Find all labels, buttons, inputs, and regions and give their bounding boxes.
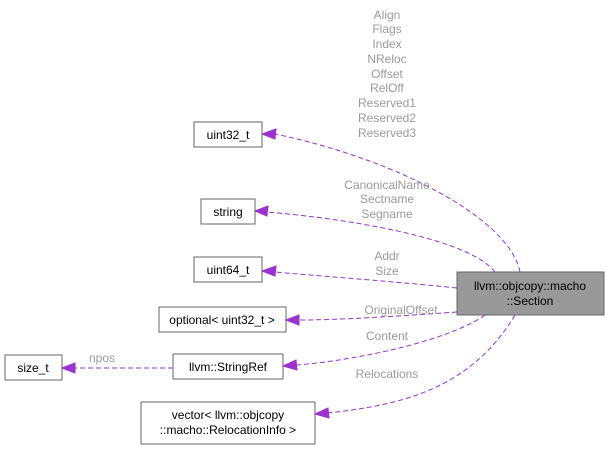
node-string-label: string bbox=[213, 205, 242, 219]
edge-label-segname: Segname bbox=[361, 207, 413, 221]
uint64-edge-labels: Addr Size bbox=[374, 249, 399, 278]
node-uint64-t[interactable]: uint64_t bbox=[193, 256, 263, 283]
node-stringref[interactable]: llvm::StringRef bbox=[172, 353, 284, 380]
node-optional-label: optional< uint32_t > bbox=[169, 313, 274, 327]
node-optional[interactable]: optional< uint32_t > bbox=[158, 306, 287, 333]
node-vector-label-line2: ::macho::RelocationInfo > bbox=[160, 423, 296, 437]
edge-label-reserved2: Reserved2 bbox=[358, 111, 416, 125]
edge-label-flags: Flags bbox=[372, 22, 401, 36]
node-section[interactable]: llvm::objcopy::macho ::Section bbox=[456, 271, 605, 316]
edge-label-reserved1: Reserved1 bbox=[358, 96, 416, 110]
edge-stringref bbox=[281, 314, 486, 371]
edge-label-sectname: Sectname bbox=[360, 192, 414, 206]
edge-label-reloff: RelOff bbox=[370, 81, 404, 95]
node-uint32-t[interactable]: uint32_t bbox=[193, 121, 263, 148]
string-edge-labels: CanonicalName Sectname Segname bbox=[344, 178, 430, 221]
edge-string bbox=[253, 205, 496, 273]
node-section-label-line2: ::Section bbox=[507, 294, 554, 308]
edge-label-offset: Offset bbox=[371, 67, 403, 81]
edge-uint32 bbox=[260, 128, 521, 273]
node-size-t[interactable]: size_t bbox=[4, 354, 63, 381]
node-vector[interactable]: vector< llvm::objcopy ::macho::Relocatio… bbox=[140, 401, 316, 445]
edge-label-npos: npos bbox=[89, 351, 115, 365]
node-string[interactable]: string bbox=[200, 198, 256, 225]
edge-label-nreloc: NReloc bbox=[367, 52, 406, 66]
node-vector-label-line1: vector< llvm::objcopy bbox=[172, 408, 284, 422]
edge-label-relocations: Relocations bbox=[356, 367, 419, 381]
node-uint64-t-label: uint64_t bbox=[207, 263, 250, 277]
node-stringref-label: llvm::StringRef bbox=[189, 360, 268, 374]
edge-uint64 bbox=[260, 265, 458, 289]
node-section-label-line1: llvm::objcopy::macho bbox=[474, 279, 586, 293]
edge-label-index: Index bbox=[372, 37, 401, 51]
edge-label-addr: Addr bbox=[374, 249, 399, 263]
edge-label-size: Size bbox=[375, 264, 399, 278]
edge-label-canonicalname: CanonicalName bbox=[344, 178, 430, 192]
node-size-t-label: size_t bbox=[17, 361, 49, 375]
edge-label-content: Content bbox=[366, 329, 409, 343]
edge-size-t bbox=[60, 362, 173, 374]
node-uint32-t-label: uint32_t bbox=[207, 128, 250, 142]
edge-label-originaloffset: OriginalOffset bbox=[364, 303, 438, 317]
edge-label-reserved3: Reserved3 bbox=[358, 126, 416, 140]
edge-optional bbox=[284, 311, 458, 326]
edge-vector bbox=[313, 314, 516, 419]
edge-label-align: Align bbox=[374, 8, 401, 22]
uint32-edge-labels: Align Flags Index NReloc Offset RelOff R… bbox=[358, 8, 416, 140]
